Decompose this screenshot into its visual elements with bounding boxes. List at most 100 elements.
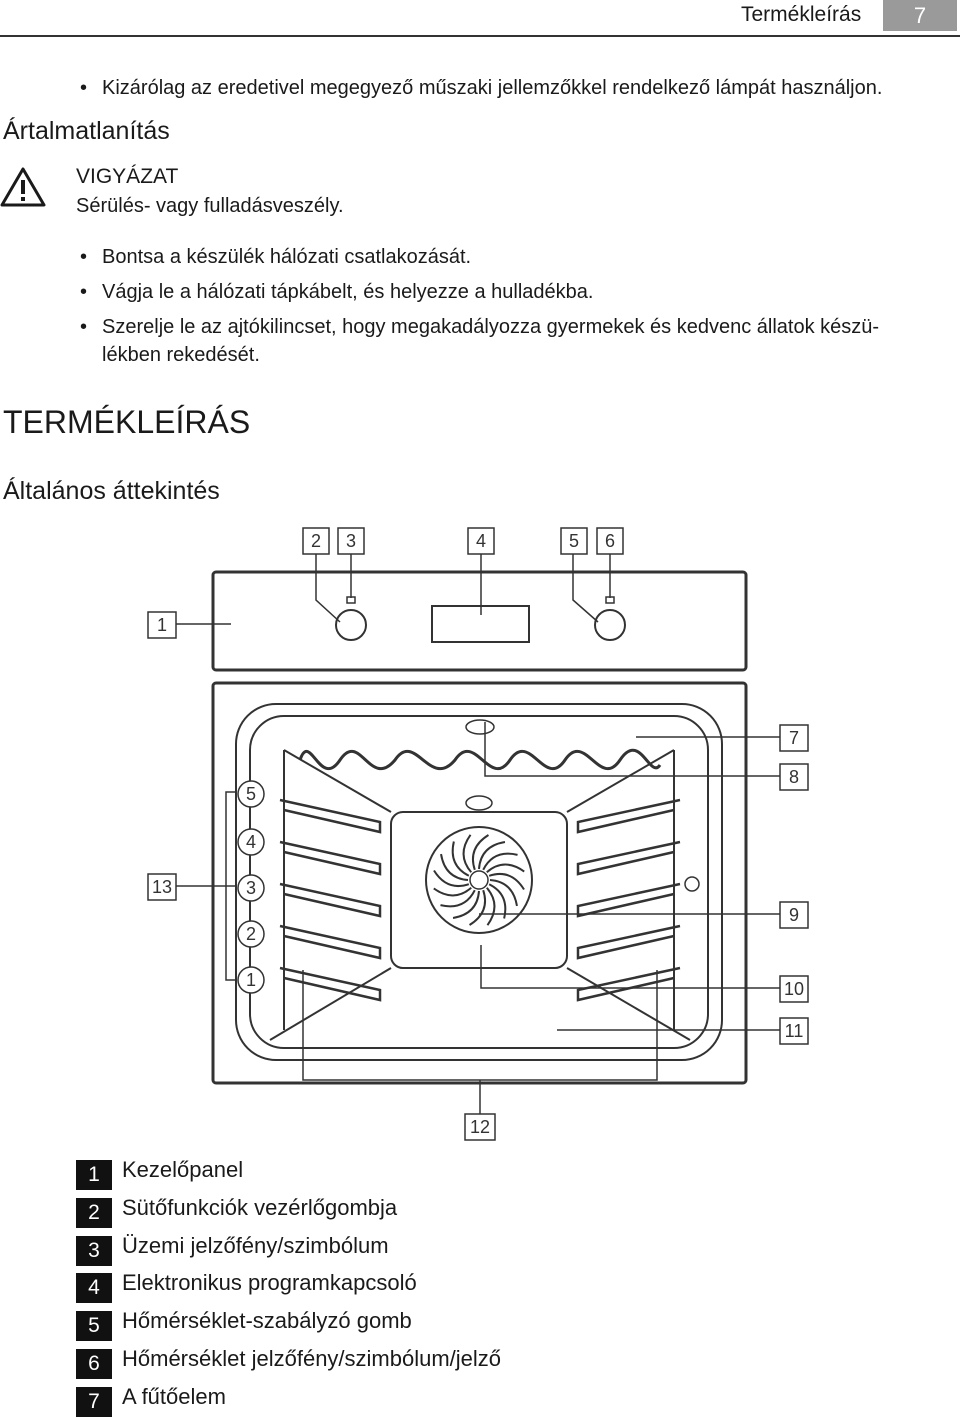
shelf-support-right — [576, 924, 681, 960]
shelf-level-4-circle — [237, 828, 265, 856]
callout-3-box — [337, 527, 365, 555]
grill-terminal — [465, 719, 495, 735]
fan-blade — [440, 889, 476, 908]
warning-text: Sérülés- vagy fulladásveszély. — [76, 195, 344, 217]
page-header-section: Termékleírás — [741, 3, 862, 26]
fan-blade — [486, 863, 525, 873]
oven-cavity-outer — [235, 703, 723, 1061]
callout-11-label: 11 — [785, 1021, 804, 1041]
fan-blade — [440, 853, 469, 881]
disposal-bullet-text: Bontsa a készülék hálózati csatlakozását… — [102, 246, 472, 268]
disposal-heading: Ártalmatlanítás — [3, 117, 170, 145]
shelf-level-2: 2 — [237, 920, 265, 948]
callout-11: 11 — [779, 1017, 809, 1045]
shelf-level-4-label: 4 — [246, 832, 256, 852]
fan-blades — [433, 834, 525, 926]
function-knob — [335, 609, 367, 641]
overview-subheading: Általános áttekintés — [3, 477, 220, 505]
callout-9: 9 — [779, 901, 809, 929]
fan-guard — [425, 826, 533, 934]
callout-8: 8 — [779, 763, 809, 791]
legend-text: Hőmérséklet jelzőfény/szimbólum/jelző — [122, 1346, 502, 1371]
warning-title: VIGYÁZAT — [76, 165, 179, 188]
fan-blade — [478, 841, 506, 870]
shelf-level-3: 3 — [237, 874, 265, 902]
callout-8-box — [779, 763, 809, 791]
legend-number: 5 — [76, 1311, 112, 1342]
fan-blade — [468, 889, 487, 926]
back-panel — [390, 811, 568, 969]
shelf-support-left — [279, 966, 382, 1002]
disposal-bullet: •Bontsa a készülék hálózati csatlakozásá… — [80, 242, 471, 272]
disposal-bullet-text: Vágja le a hálózati tápkábelt, és helyez… — [102, 281, 594, 303]
shelf-supports — [279, 798, 681, 1002]
page-number: 7 — [883, 0, 957, 31]
callout-5-label: 5 — [569, 531, 579, 551]
fan-blade — [452, 890, 480, 919]
fan-blade — [482, 852, 518, 871]
fan-blade — [486, 887, 496, 926]
disposal-bullet: •Szerelje le az ajtókilincset, hogy mega… — [80, 312, 879, 342]
callout-left-1-box — [147, 611, 177, 639]
fan-blade — [433, 869, 470, 888]
callout-10-box — [779, 975, 809, 1003]
oven-body — [211, 681, 748, 1085]
shelf-level-2-circle — [237, 920, 265, 948]
shelf-level-5: 5 — [237, 780, 265, 808]
oven-lamp — [465, 795, 493, 811]
temperature-knob — [594, 609, 626, 641]
legend-number: 4 — [76, 1273, 112, 1304]
legend-text: Üzemi jelzőfény/szimbólum — [122, 1232, 389, 1258]
callout-13-label: 13 — [152, 877, 172, 897]
callout-11-box — [779, 1017, 809, 1045]
lamp-bullet-text: Kizárólag az eredetivel megegyező műszak… — [102, 77, 883, 99]
shelf-level-5-circle — [237, 780, 265, 808]
shelf-support-left — [279, 798, 382, 834]
fan-blade — [433, 887, 472, 897]
shelf-support-left — [279, 882, 382, 918]
legend-number: 6 — [76, 1349, 112, 1379]
callout-5: 5 — [560, 527, 588, 555]
callout-2: 2 — [302, 527, 330, 555]
shelf-level-1-circle — [237, 966, 265, 994]
callout-4-box — [467, 527, 495, 555]
heating-element — [298, 748, 662, 770]
callout-13-box — [147, 873, 177, 901]
fan-blade — [489, 879, 518, 907]
shelf-support-left — [279, 924, 382, 960]
callout-6: 6 — [596, 527, 624, 555]
fan-blade — [471, 834, 490, 871]
control-panel — [211, 570, 748, 672]
fan-blade — [462, 834, 472, 873]
callout-9-box — [779, 901, 809, 929]
shelf-level-4: 4 — [237, 828, 265, 856]
legend-text: Sütőfunkciók vezérlőgombja — [122, 1194, 398, 1220]
callout-6-box — [596, 527, 624, 555]
shelf-support-right — [576, 840, 681, 876]
callout-3: 3 — [337, 527, 365, 555]
callout-10-label: 10 — [784, 979, 804, 999]
callout-10: 10 — [779, 975, 809, 1003]
legend-number: 1 — [76, 1160, 112, 1190]
shelf-support-right — [576, 882, 681, 918]
product-heading: TERMÉKLEÍRÁS — [3, 404, 251, 440]
callout-5-box — [560, 527, 588, 555]
legend-text: Kezelőpanel — [122, 1157, 244, 1182]
callout-7-box — [779, 724, 809, 752]
callout-left-1-label: 1 — [157, 615, 167, 635]
temperature-probe-socket — [684, 876, 700, 892]
legend-number: 2 — [76, 1197, 112, 1228]
disposal-bullet: •Vágja le a hálózati tápkábelt, és helye… — [80, 277, 593, 307]
shelf-support-left — [279, 840, 382, 876]
callout-4-label: 4 — [476, 531, 486, 551]
callout-9-label: 9 — [789, 905, 799, 925]
shelf-level-1: 1 — [237, 966, 265, 994]
disposal-bullet-text: lékben rekedését. — [102, 344, 260, 366]
callout-4: 4 — [467, 527, 495, 555]
callout-7-label: 7 — [789, 728, 799, 748]
shelf-level-5-label: 5 — [246, 784, 256, 804]
legend-text: Elektronikus programkapcsoló — [122, 1270, 417, 1296]
legend-text: A fűtőelem — [122, 1383, 226, 1409]
legend-number: 7 — [76, 1386, 112, 1417]
